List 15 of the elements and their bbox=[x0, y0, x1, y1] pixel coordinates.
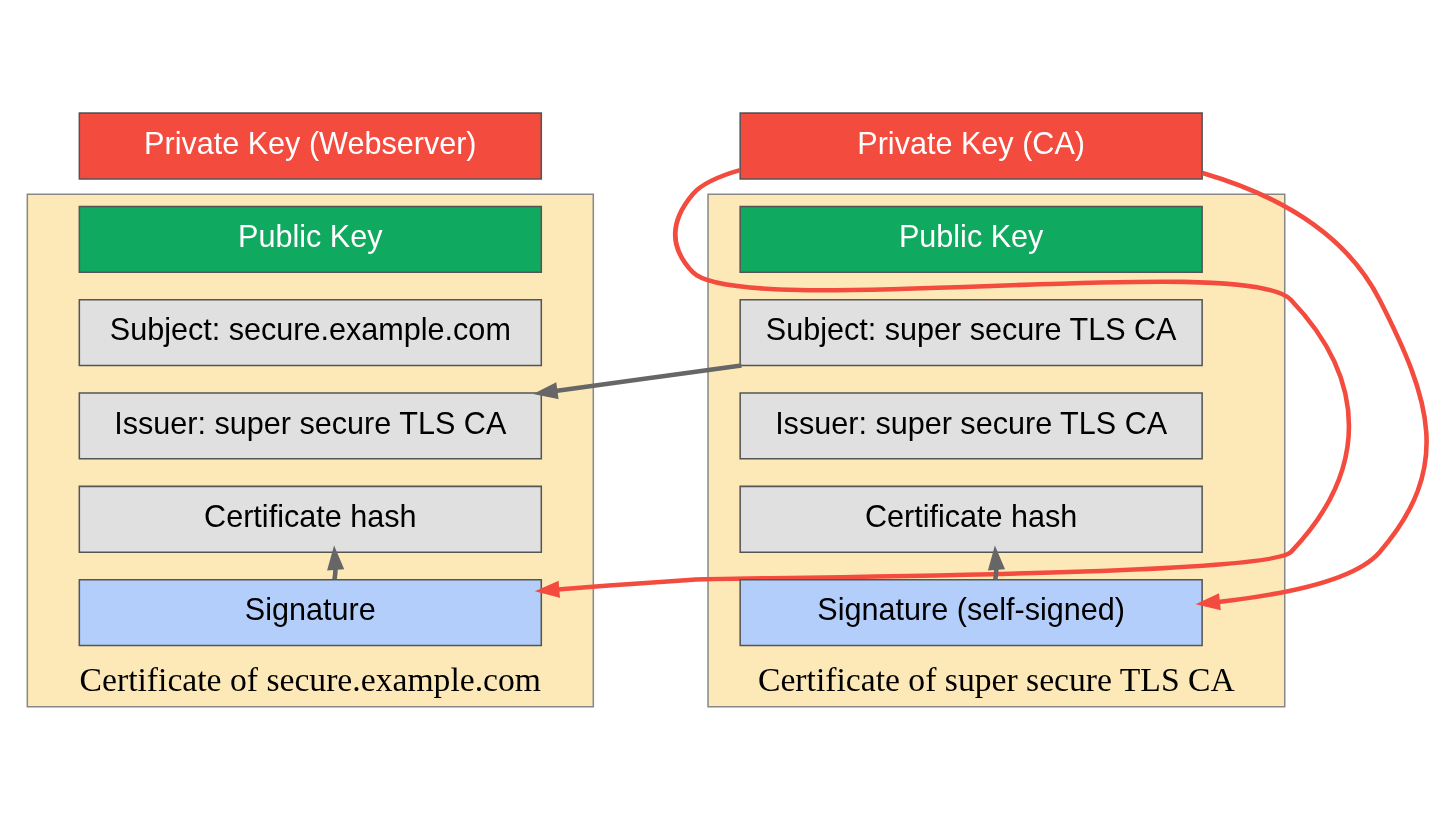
arrow bbox=[534, 167, 1351, 598]
node-box: Public Key bbox=[78, 205, 543, 273]
arrow bbox=[533, 363, 742, 400]
node-box: Certificate hash bbox=[78, 485, 543, 553]
node-box: Signature (self-signed) bbox=[739, 578, 1203, 647]
node-box: Signature bbox=[78, 578, 543, 647]
node-box: Public Key bbox=[739, 205, 1203, 273]
node-box: Certificate hash bbox=[739, 485, 1203, 553]
node-box: Private Key (CA) bbox=[739, 112, 1203, 180]
node-box: Private Key (Webserver) bbox=[78, 112, 543, 180]
node-box: Subject: secure.example.com bbox=[78, 298, 543, 367]
node-box: Issuer: super secure TLS CA bbox=[78, 392, 543, 460]
arrow bbox=[1195, 170, 1429, 611]
node-box: Subject: super secure TLS CA bbox=[739, 298, 1203, 367]
node-box: Issuer: super secure TLS CA bbox=[739, 392, 1203, 460]
